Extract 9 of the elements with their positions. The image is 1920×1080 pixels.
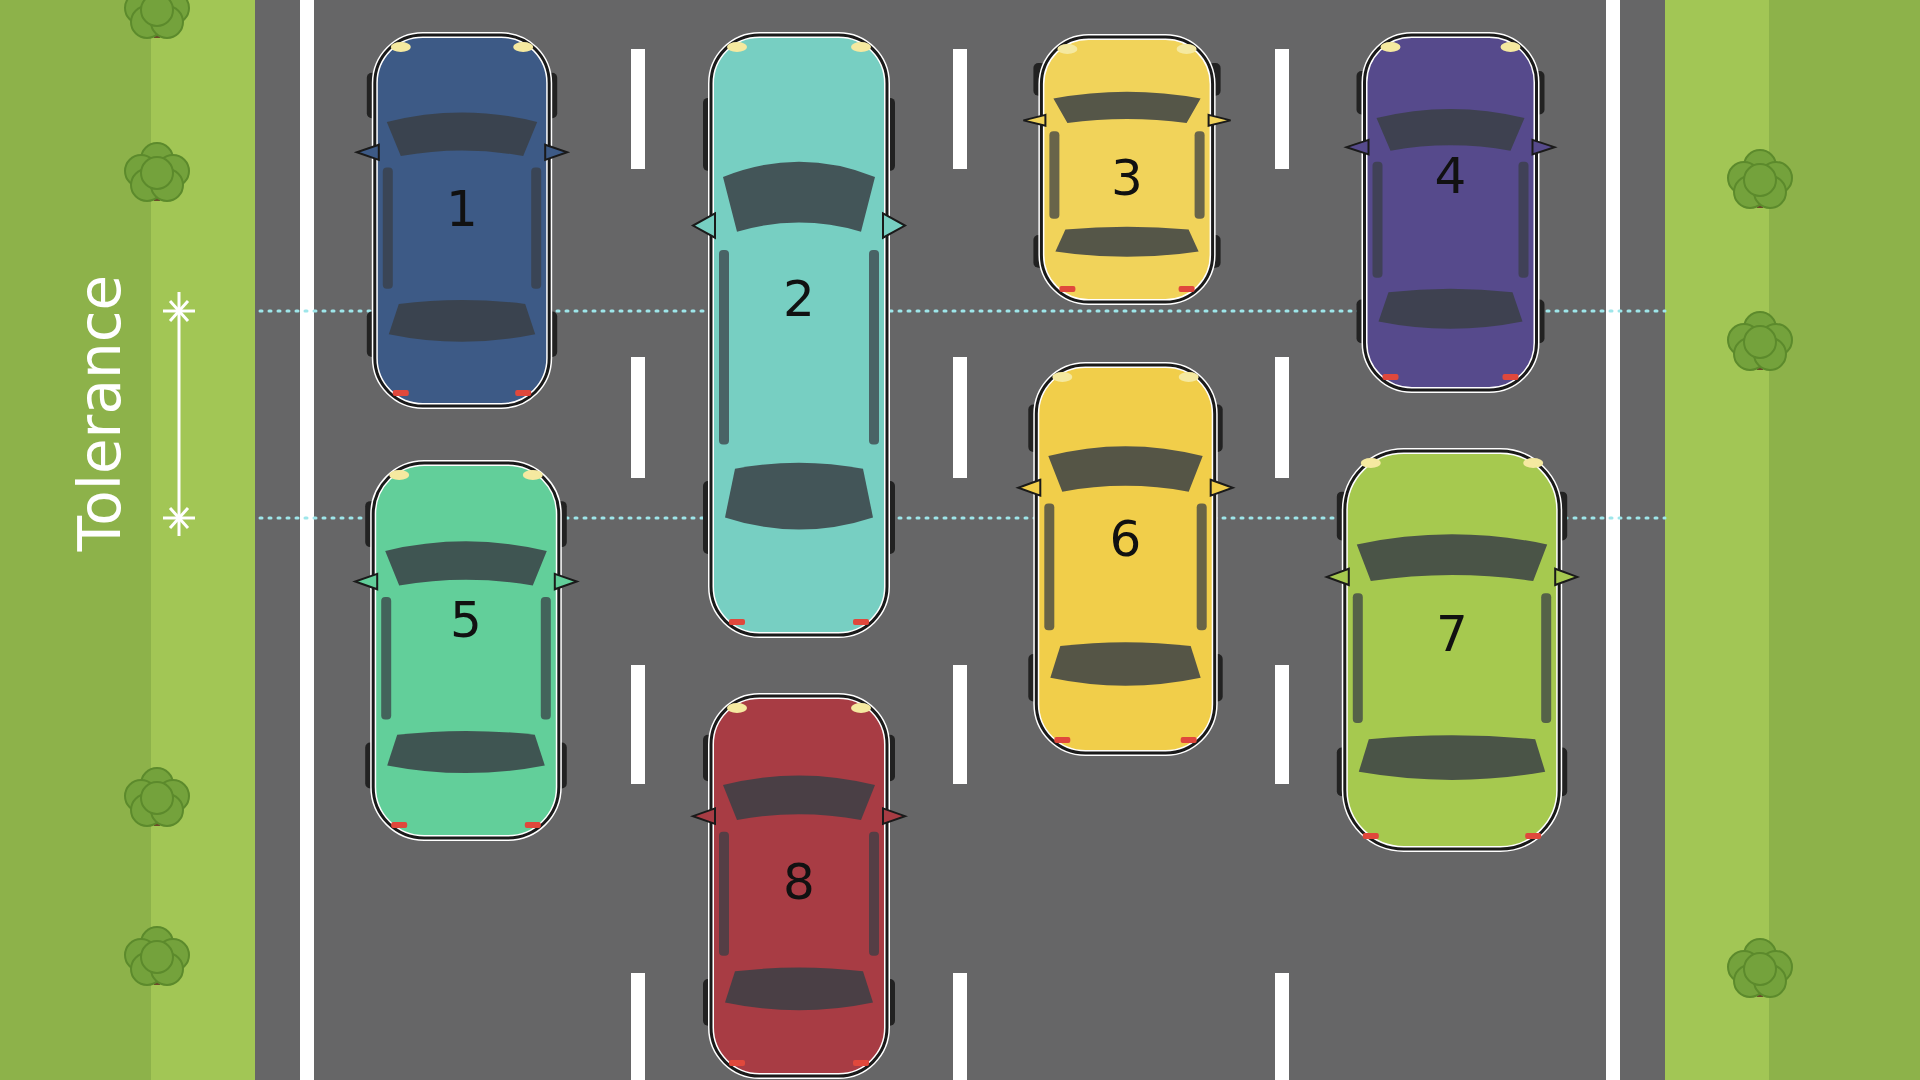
car-number: 4 [1434,151,1467,202]
car-number: 3 [1111,152,1143,203]
car-number: 5 [450,594,482,645]
car-number: 6 [1109,514,1142,565]
car-number: 2 [783,273,815,324]
tolerance-label: Tolerance [71,274,129,552]
car-number: 8 [783,857,815,908]
car-number: 1 [446,184,478,235]
car-number: 7 [1436,608,1468,659]
